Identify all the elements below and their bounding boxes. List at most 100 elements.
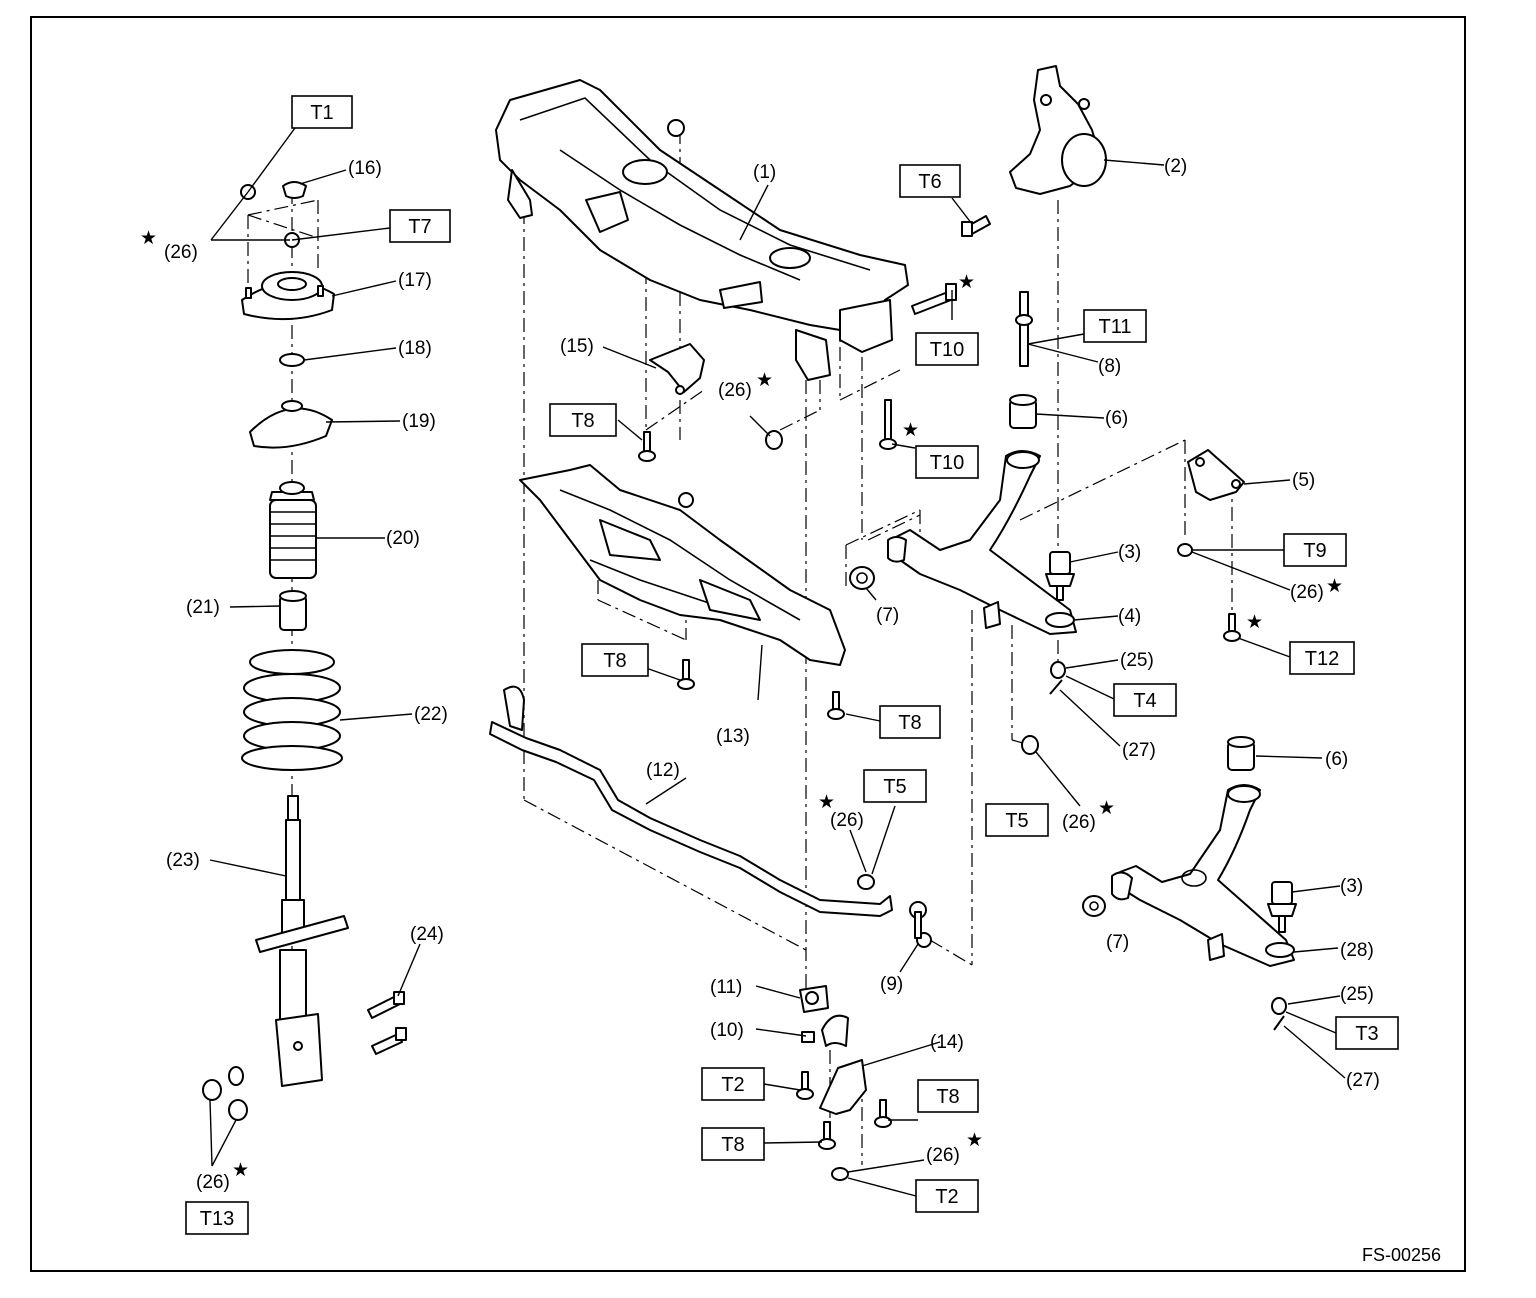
- front-bushing-lower: [1082, 871, 1133, 917]
- bracket-bolt-t8-right: [874, 1099, 892, 1128]
- crossmember-top-nut: [667, 119, 685, 137]
- svg-text:T5: T5: [883, 776, 906, 798]
- crossmember-bolt-t10a: [911, 283, 957, 315]
- strut-washer: [279, 353, 305, 367]
- callout-12: (12): [646, 760, 680, 781]
- callout-11: (11): [710, 977, 742, 998]
- svg-text:T7: T7: [408, 216, 431, 238]
- ball-joint-lower: [1267, 881, 1297, 933]
- support-bolt-t8-right: [827, 691, 845, 720]
- callout-25b: (25): [1340, 984, 1374, 1005]
- callout-26a: (26): [164, 242, 198, 263]
- torque-box-t9: T9: [1283, 533, 1347, 567]
- diagram-frame: [30, 16, 1466, 1272]
- torque-box-t8d: T8: [917, 1079, 979, 1113]
- callout-27a: (27): [1122, 740, 1156, 761]
- callout-16: (16): [348, 158, 382, 179]
- front-support-plate: [519, 464, 846, 666]
- callout-2: (2): [1164, 156, 1187, 177]
- svg-text:T8: T8: [721, 1134, 744, 1156]
- castle-nut-upper: [1049, 661, 1066, 695]
- svg-text:T9: T9: [1303, 540, 1326, 562]
- svg-text:T3: T3: [1355, 1023, 1378, 1045]
- strut-assembly: [202, 181, 407, 1121]
- svg-text:T11: T11: [1099, 316, 1132, 338]
- callout-28: (28): [1340, 940, 1374, 961]
- stabilizer-link: [909, 901, 932, 948]
- strut-nuts: [202, 1066, 248, 1121]
- callout-27b: (27): [1346, 1070, 1380, 1091]
- steering-knuckle: [1009, 65, 1107, 195]
- callout-labels: (1) (2) (3) (3) (4) (5) (6) (6) (7) (7) …: [164, 156, 1380, 1193]
- stabilizer-nut-26: [857, 874, 875, 890]
- torque-box-t5a: T5: [863, 769, 927, 803]
- svg-text:T2: T2: [721, 1074, 744, 1096]
- callout-23: (23): [166, 850, 200, 871]
- torque-box-t11: T11: [1083, 309, 1147, 343]
- callout-3a: (3): [1118, 542, 1141, 563]
- callout-26d: (26): [830, 810, 864, 831]
- svg-text:T5: T5: [1005, 810, 1028, 832]
- star-marker: ★: [756, 370, 773, 391]
- torque-box-t2b: T2: [915, 1179, 979, 1213]
- torque-box-t8c: T8: [879, 705, 941, 739]
- rear-bushing-lower: [1227, 736, 1255, 771]
- callout-4: (4): [1118, 606, 1141, 627]
- stabilizer-clamp: [801, 1014, 849, 1047]
- knuckle-bolt-t6: [961, 215, 991, 237]
- svg-text:T10: T10: [930, 339, 964, 361]
- clamp-bolt-t2: [796, 1071, 814, 1100]
- castle-nut-lower: [1271, 997, 1287, 1031]
- svg-text:T6: T6: [918, 171, 941, 193]
- ball-joint-bolt: [1015, 291, 1033, 367]
- callout-18: (18): [398, 338, 432, 359]
- callout-9: (9): [880, 974, 903, 995]
- callout-26c: (26): [1290, 582, 1324, 603]
- callout-21: (21): [186, 597, 220, 618]
- star-marker: ★: [1246, 612, 1263, 633]
- upper-spring-seat: [249, 400, 333, 449]
- stabilizer-bar: [489, 685, 893, 917]
- callout-24: (24): [410, 924, 444, 945]
- callout-6b: (6): [1325, 749, 1348, 770]
- bump-stop: [279, 590, 307, 631]
- callout-25a: (25): [1120, 650, 1154, 671]
- torque-box-t10b: T10: [915, 445, 979, 479]
- support-bolt-t8-left: [677, 659, 695, 690]
- svg-text:T2: T2: [935, 1186, 958, 1208]
- callout-6a: (6): [1105, 408, 1128, 429]
- torque-box-t1: T1: [291, 95, 353, 129]
- torque-box-t4: T4: [1113, 683, 1177, 717]
- callout-20: (20): [386, 528, 420, 549]
- star-marker: ★: [232, 1160, 249, 1181]
- strut-bolts: [367, 991, 407, 1055]
- callout-19: (19): [402, 411, 436, 432]
- bracket-bolt-t8: [638, 431, 656, 462]
- callout-22: (22): [414, 704, 448, 725]
- star-marker: ★: [818, 792, 835, 813]
- torque-box-t13: T13: [185, 1201, 249, 1235]
- rear-bushing-bracket: [1187, 449, 1245, 501]
- svg-text:T13: T13: [200, 1208, 234, 1230]
- arm-nut-t5: [1021, 735, 1039, 755]
- callout-10: (10): [710, 1020, 744, 1041]
- crossmember-bolt-t10b: [879, 399, 897, 450]
- torque-boxes: T1 T7 T6 T10 T10 T11 T8 T8 T8 T8 T8 T9 T…: [185, 95, 1399, 1235]
- svg-text:T8: T8: [603, 650, 626, 672]
- star-marker: ★: [902, 420, 919, 441]
- svg-text:T1: T1: [310, 102, 333, 124]
- bracket-bolt-t8-left: [818, 1121, 836, 1150]
- torque-box-t8b: T8: [581, 643, 649, 677]
- callout-7a: (7): [876, 605, 899, 626]
- svg-text:T12: T12: [1305, 648, 1339, 670]
- torque-box-t7: T7: [389, 209, 451, 243]
- svg-text:T10: T10: [930, 452, 964, 474]
- callout-5: (5): [1292, 470, 1315, 491]
- front-lower-arm: [887, 450, 1077, 635]
- dust-boot: [269, 481, 317, 579]
- coil-spring: [241, 649, 343, 771]
- ball-joint-upper: [1045, 551, 1075, 601]
- torque-box-t6: T6: [899, 164, 961, 198]
- callout-26g: (26): [196, 1172, 230, 1193]
